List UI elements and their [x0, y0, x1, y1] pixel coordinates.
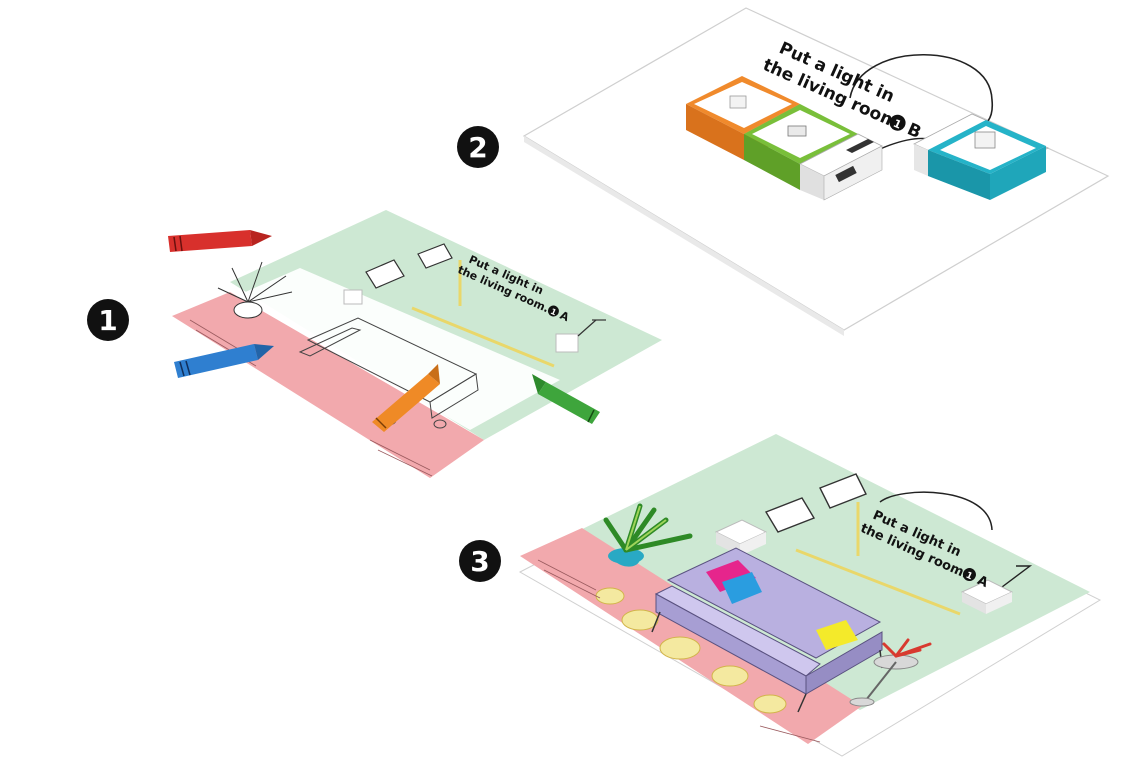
step-1-room-area — [236, 268, 560, 430]
crayon-red — [168, 230, 272, 252]
module-cyan — [913, 113, 1049, 200]
step-1-light-slot — [555, 333, 579, 353]
step-3-plant — [603, 503, 693, 567]
step-3-frames — [764, 473, 867, 533]
step-3-group: Put a light in the living room. 1 A — [518, 434, 1102, 757]
step-3-floor — [520, 528, 862, 744]
step-1-group: Put a light in the living room. 1 A — [168, 210, 662, 478]
step-3-lamp-cord — [997, 565, 1033, 591]
step-2-group: Put a light in the living room. 1 B — [522, 7, 1110, 336]
step-3-wire — [879, 491, 993, 531]
step-3-floor-hatch — [537, 559, 821, 743]
step-1-shelf-line — [411, 306, 555, 368]
step-3-shelf-line — [795, 548, 961, 616]
step-1-badge: 1 — [87, 299, 129, 341]
step-2-number: 2 — [468, 131, 487, 164]
step-1-marker-badge — [547, 305, 559, 317]
step-1-floor — [172, 292, 484, 478]
step-1-plant — [217, 261, 293, 319]
step-1-marker-number: 1 — [549, 307, 558, 318]
step-3-light-module — [960, 579, 1014, 614]
step-3-number: 3 — [470, 545, 489, 578]
step-1-switch — [343, 289, 363, 305]
step-3-rug-pattern — [595, 587, 787, 714]
module-connector — [799, 133, 883, 201]
step-2-badge: 2 — [457, 126, 499, 168]
step-3-wall — [560, 434, 1090, 710]
step-3-side-plant — [849, 638, 932, 707]
step-1-frames — [365, 243, 453, 289]
step-3-marker-number: 1 — [964, 571, 974, 583]
pillow-yellow — [816, 620, 858, 650]
pillow-magenta — [706, 560, 756, 592]
step-2-marker-badge — [889, 114, 906, 131]
step-3-marker-badge — [962, 568, 976, 582]
crayon-blue — [174, 344, 274, 378]
step-2-board-edge — [524, 136, 844, 336]
step-3-badge: 3 — [459, 540, 501, 582]
crayon-green — [532, 374, 600, 424]
pillow-blue — [722, 572, 762, 604]
step-1-number: 1 — [98, 304, 117, 337]
module-green — [744, 104, 858, 190]
crayon-orange — [372, 364, 440, 432]
